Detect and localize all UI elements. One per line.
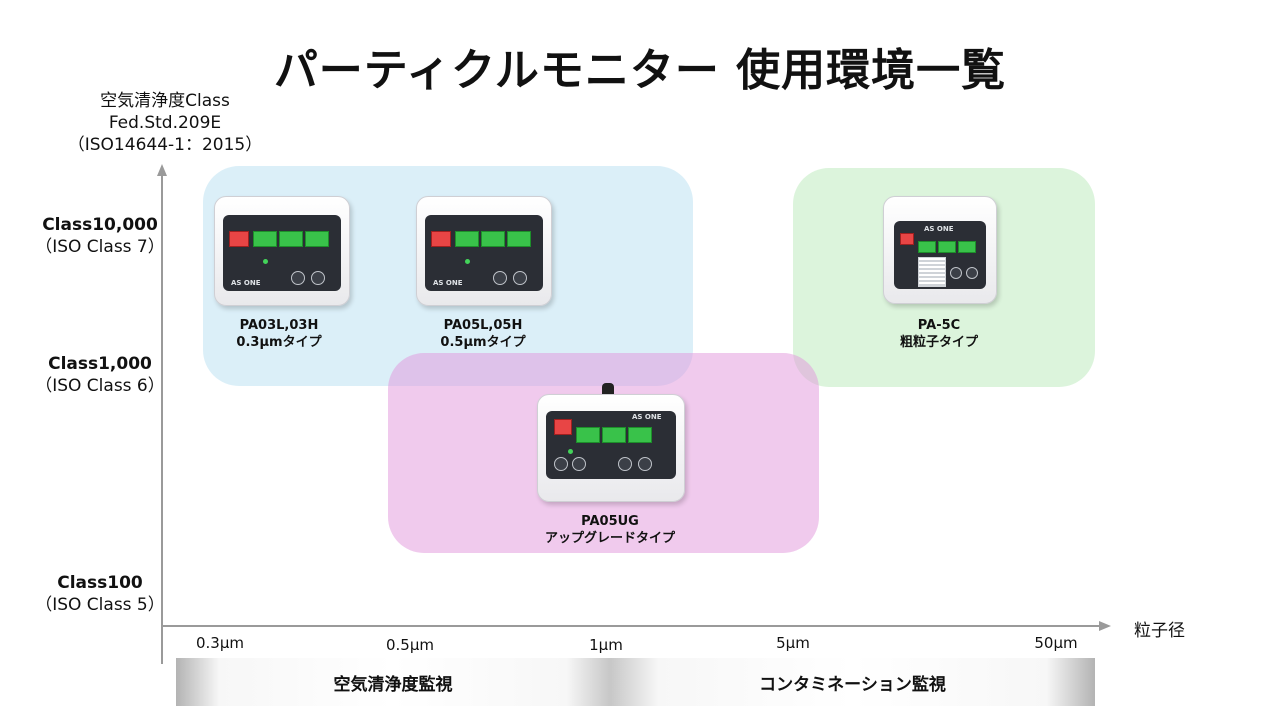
device-image-pa5c: AS ONE [883, 196, 997, 304]
vent-grille [918, 257, 946, 287]
x-tick: 1µm [589, 636, 623, 654]
power-button-icon [554, 457, 568, 471]
display-green-segment [576, 427, 600, 443]
y-axis-title-line: 空気清浄度Class [100, 91, 230, 111]
device-image-pa05ug: AS ONE [537, 394, 685, 502]
y-axis-title: 空気清浄度Class Fed.Std.209E （ISO14644-1：2015… [40, 90, 290, 156]
right-button-icon [638, 457, 652, 471]
display-red-segment [431, 231, 451, 247]
brand-logo: AS ONE [924, 225, 954, 233]
right-button-icon [513, 271, 527, 285]
product-model: PA05L,05H [443, 318, 523, 333]
x-axis-unit: 粒子径 [1134, 621, 1185, 641]
brand-logo: AS ONE [433, 279, 463, 287]
x-tick: 0.3µm [195, 634, 244, 652]
device-image-pa05: AS ONE [416, 196, 552, 306]
left-button-icon [950, 267, 962, 279]
display-green-segment [279, 231, 303, 247]
y-level-class: Class1,000 [48, 354, 152, 374]
display-green-segment [305, 231, 329, 247]
y-axis-arrow [157, 164, 167, 176]
y-level-class1000: Class1,000 （ISO Class 6） [0, 353, 200, 397]
x-tick: 5µm [776, 634, 810, 652]
x-axis-line [161, 625, 1099, 627]
x-tick: 50µm [1034, 634, 1078, 652]
y-level-iso: （ISO Class 5） [35, 595, 165, 615]
product-label-pa05ug: PA05UG アップグレードタイプ [510, 513, 710, 547]
y-level-class: Class100 [57, 573, 143, 593]
product-label-pa05: PA05L,05H 0.5µmタイプ [383, 317, 583, 351]
y-axis-line [161, 176, 163, 664]
power-led [263, 259, 268, 264]
brand-logo: AS ONE [632, 413, 662, 421]
power-led [465, 259, 470, 264]
device-panel: AS ONE [425, 215, 543, 291]
device-knob [602, 383, 614, 397]
mode-button-icon [572, 457, 586, 471]
y-level-class: Class10,000 [42, 215, 158, 235]
bar-air-cleanliness: 空気清浄度監視 [176, 658, 610, 706]
x-tick: 0.5µm [385, 636, 434, 654]
display-green-segment [455, 231, 479, 247]
y-axis-title-line: （ISO14644-1：2015） [67, 135, 263, 155]
right-button-icon [311, 271, 325, 285]
display-green-segment [958, 241, 976, 253]
product-model: PA-5C [917, 318, 961, 333]
brand-logo: AS ONE [231, 279, 261, 287]
y-level-class10000: Class10,000 （ISO Class 7） [0, 214, 200, 258]
y-level-iso: （ISO Class 7） [35, 237, 165, 257]
product-type: 0.3µmタイプ [236, 335, 322, 350]
product-type: 粗粒子タイプ [899, 335, 978, 350]
left-button-icon [291, 271, 305, 285]
product-model: PA05UG [581, 514, 639, 529]
left-button-icon [618, 457, 632, 471]
display-green-segment [918, 241, 936, 253]
power-led [568, 449, 573, 454]
product-model: PA03L,03H [239, 318, 319, 333]
y-axis-title-line: Fed.Std.209E [108, 113, 222, 133]
display-red-segment [229, 231, 249, 247]
display-red-segment [554, 419, 572, 435]
product-label-pa03: PA03L,03H 0.3µmタイプ [179, 317, 379, 351]
display-green-segment [253, 231, 277, 247]
device-image-pa03: AS ONE [214, 196, 350, 306]
device-panel: AS ONE [223, 215, 341, 291]
display-green-segment [602, 427, 626, 443]
device-panel: AS ONE [546, 411, 676, 479]
display-green-segment [938, 241, 956, 253]
right-button-icon [966, 267, 978, 279]
product-type: アップグレードタイプ [544, 531, 675, 546]
product-label-pa5c: PA-5C 粗粒子タイプ [839, 317, 1039, 351]
left-button-icon [493, 271, 507, 285]
page-title: パーティクルモニター 使用環境一覧 [273, 45, 1007, 96]
device-panel: AS ONE [894, 221, 986, 289]
bar-contamination: コンタミネーション監視 [610, 658, 1095, 706]
display-green-segment [628, 427, 652, 443]
y-level-iso: （ISO Class 6） [35, 376, 165, 396]
display-green-segment [481, 231, 505, 247]
y-level-class100: Class100 （ISO Class 5） [0, 572, 200, 616]
display-green-segment [507, 231, 531, 247]
x-axis-arrow [1099, 621, 1111, 631]
display-red-segment [900, 233, 914, 245]
monitoring-bar: 空気清浄度監視 コンタミネーション監視 [176, 658, 1095, 706]
product-type: 0.5µmタイプ [440, 335, 526, 350]
